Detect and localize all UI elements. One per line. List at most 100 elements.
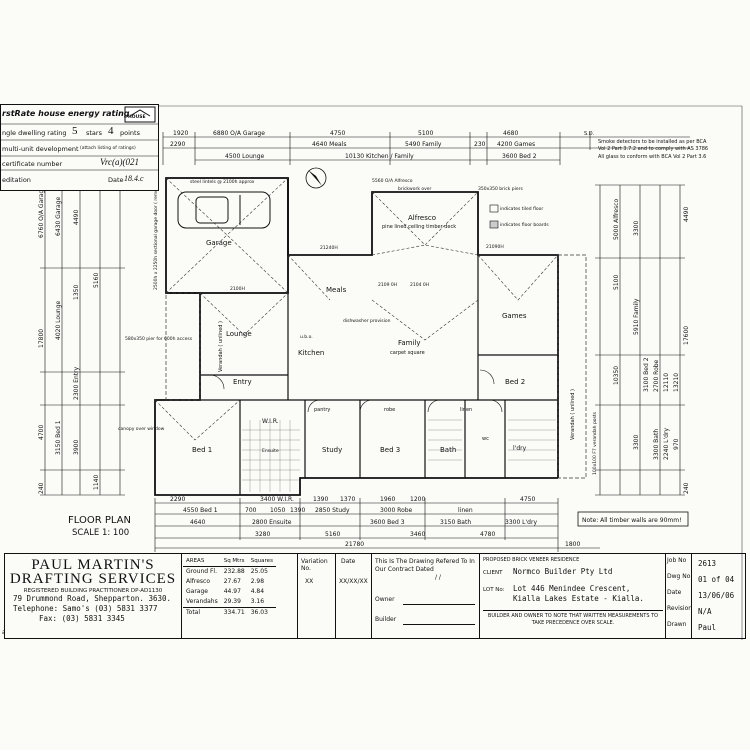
dim-right-13: 970 xyxy=(673,438,680,450)
dim-top-1-2: 4750 xyxy=(330,130,345,137)
dim-bottom-right: 1800 xyxy=(565,541,580,548)
dim-top-2-0: 2290 xyxy=(170,141,185,148)
dim-left-3: 5160 xyxy=(93,273,100,288)
firm-telephone: Telephone: Samo's (03) 5831 3377 xyxy=(13,604,158,613)
height-note-5: 2100H xyxy=(230,286,245,292)
dim-left-11: 1140 xyxy=(93,475,100,490)
door-swings xyxy=(209,369,503,413)
builder-note: BUILDER AND OWNER TO NOTE THAT WRITTEN M… xyxy=(483,610,663,627)
alfresco-dim-note: 5560 O/A Alfresco xyxy=(372,178,413,184)
dim-bottom-3-1: 2800 Ensuite xyxy=(252,519,292,526)
tiled-floor-legend-icon xyxy=(489,204,499,213)
builder-signature-line xyxy=(403,624,475,625)
dim-left-1: 6430 Garage xyxy=(55,197,62,236)
dim-top-1-1: 6880 O/A Garage xyxy=(213,130,265,137)
dim-left-2: 4490 xyxy=(73,210,80,225)
dim-right-5: 5910 Family xyxy=(633,298,640,335)
canopy-note: canopy over window xyxy=(118,426,165,432)
height-note-4: 21240H xyxy=(320,245,338,251)
dim-bottom-3-3: 3150 Bath xyxy=(440,519,471,526)
floor-plan-title: FLOOR PLAN xyxy=(68,515,131,526)
areas-header-1: Sq Mtrs xyxy=(223,558,245,564)
dim-bottom-2-4: 2850 Study xyxy=(315,507,350,514)
lot-value-2: Kialla Lakes Estate - Kialla. xyxy=(513,594,644,603)
room-family: Family xyxy=(398,339,421,347)
firm-name: PAUL MARTIN'S xyxy=(31,557,155,573)
areas-header-2: Squares xyxy=(250,558,273,564)
dim-bottom-4-2: 3460 xyxy=(410,531,425,538)
verandah-post-note: 100x100 F7 verandah posts xyxy=(592,411,598,475)
dim-bottom-1-3: 1370 xyxy=(340,496,355,503)
height-note-3: 21090H xyxy=(486,244,504,250)
rating-points-label: points xyxy=(120,129,140,137)
dim-left-7: 2300 Entry xyxy=(73,366,80,400)
house-logo-icon xyxy=(124,106,156,123)
contract-blank: / / xyxy=(435,574,441,581)
dim-right-4: 5100 xyxy=(613,275,620,290)
dishwasher-note: dishwasher provision xyxy=(343,318,391,324)
lot-value: Lot 446 Menindee Crescent, xyxy=(513,584,631,593)
dim-top-1-3: 5100 xyxy=(418,130,433,137)
firm-fax: Fax: (03) 5831 3345 xyxy=(39,614,125,623)
rating-stars-label: stars xyxy=(86,129,102,137)
timber-note-box xyxy=(577,511,689,527)
room-games: Games xyxy=(502,312,527,320)
dim-bottom-2-2: 1050 xyxy=(270,507,285,514)
room-verandah-right: Verandah ( unlined ) xyxy=(570,389,576,440)
room-bed2: Bed 2 xyxy=(505,378,525,386)
rating-multi-unit-label: multi-unit development xyxy=(2,145,79,153)
variation-value: XX xyxy=(305,578,314,585)
dim-right-9: 3100 Bed 2 xyxy=(643,357,650,392)
floor-boards-legend-icon xyxy=(489,220,499,229)
plan-annotations: steel lintels @ 2100h approx brickwork o… xyxy=(118,157,598,475)
dwg-value: 01 of 04 xyxy=(698,575,735,584)
room-wc: wc xyxy=(482,436,489,442)
dim-top-1-0: 1920 xyxy=(173,130,188,137)
dim-right-8: 12110 xyxy=(663,373,670,392)
room-family-sub: carpet square xyxy=(390,350,425,356)
drawn-value: Paul xyxy=(698,623,717,632)
firm-sub: DRAFTING SERVICES xyxy=(9,571,177,587)
firm-details: PAUL MARTIN'S DRAFTING SERVICES REGISTER… xyxy=(9,558,177,624)
rating-certificate-value: Vrc(a)(021 xyxy=(100,157,139,167)
bottom-dim-labels: 2290 3400 W.I.R. 1390 1370 1960 1200 475… xyxy=(170,496,580,548)
areas-header-0: AREAS xyxy=(186,558,205,564)
roof-lines xyxy=(154,177,559,441)
room-robe: robe xyxy=(384,407,395,413)
rating-dwelling-label: ngle dwelling rating xyxy=(2,129,67,137)
room-labels: Garage Lounge Meals Kitchen Family carpe… xyxy=(192,214,576,454)
car-icon xyxy=(177,191,271,229)
dim-right-15: 240 xyxy=(683,482,690,494)
energy-rating-stamp: rstRate house energy rating HOUSE ngle d… xyxy=(0,104,162,192)
dim-top-2-4: 4200 Games xyxy=(497,141,535,148)
dim-bottom-total: 21780 xyxy=(345,541,364,548)
dim-right-3: 17600 xyxy=(683,326,690,345)
revision-value: N/A xyxy=(698,607,712,616)
room-bed1: Bed 1 xyxy=(192,446,212,454)
rating-logo-text: HOUSE xyxy=(128,115,146,120)
steel-lintels-note: steel lintels @ 2100h approx xyxy=(190,179,255,185)
variation-label: Variation No. xyxy=(301,558,328,572)
height-note-2: 2109 0H xyxy=(378,282,397,288)
revision-label: Revision xyxy=(667,605,693,612)
dim-bottom-2-0: 4550 Bed 1 xyxy=(183,507,218,514)
date-value: XX/XX/XX xyxy=(339,578,368,585)
rating-issued-label: editation xyxy=(2,176,31,184)
dim-right-6: 10350 xyxy=(613,366,620,385)
dim-right-2: 3300 xyxy=(633,221,640,236)
verandah-right-outline xyxy=(557,254,587,479)
dim-bottom-1-0: 2290 xyxy=(170,496,185,503)
smoke-note: Smoke detectors to be installed as per B… xyxy=(598,139,708,152)
dim-bottom-1-2: 1390 xyxy=(313,496,328,503)
dim-left-6: 1350 xyxy=(73,285,80,300)
dim-left-10: 3900 xyxy=(73,440,80,455)
dim-top-2-2: 5490 Family xyxy=(405,141,442,148)
dim-top-3-2: 3600 Bed 2 xyxy=(502,153,537,160)
dim-right-10: 13210 xyxy=(673,373,680,392)
tiled-floor-note: indicates tiled floor xyxy=(500,206,543,212)
drawn-label: Drawn xyxy=(667,621,687,628)
